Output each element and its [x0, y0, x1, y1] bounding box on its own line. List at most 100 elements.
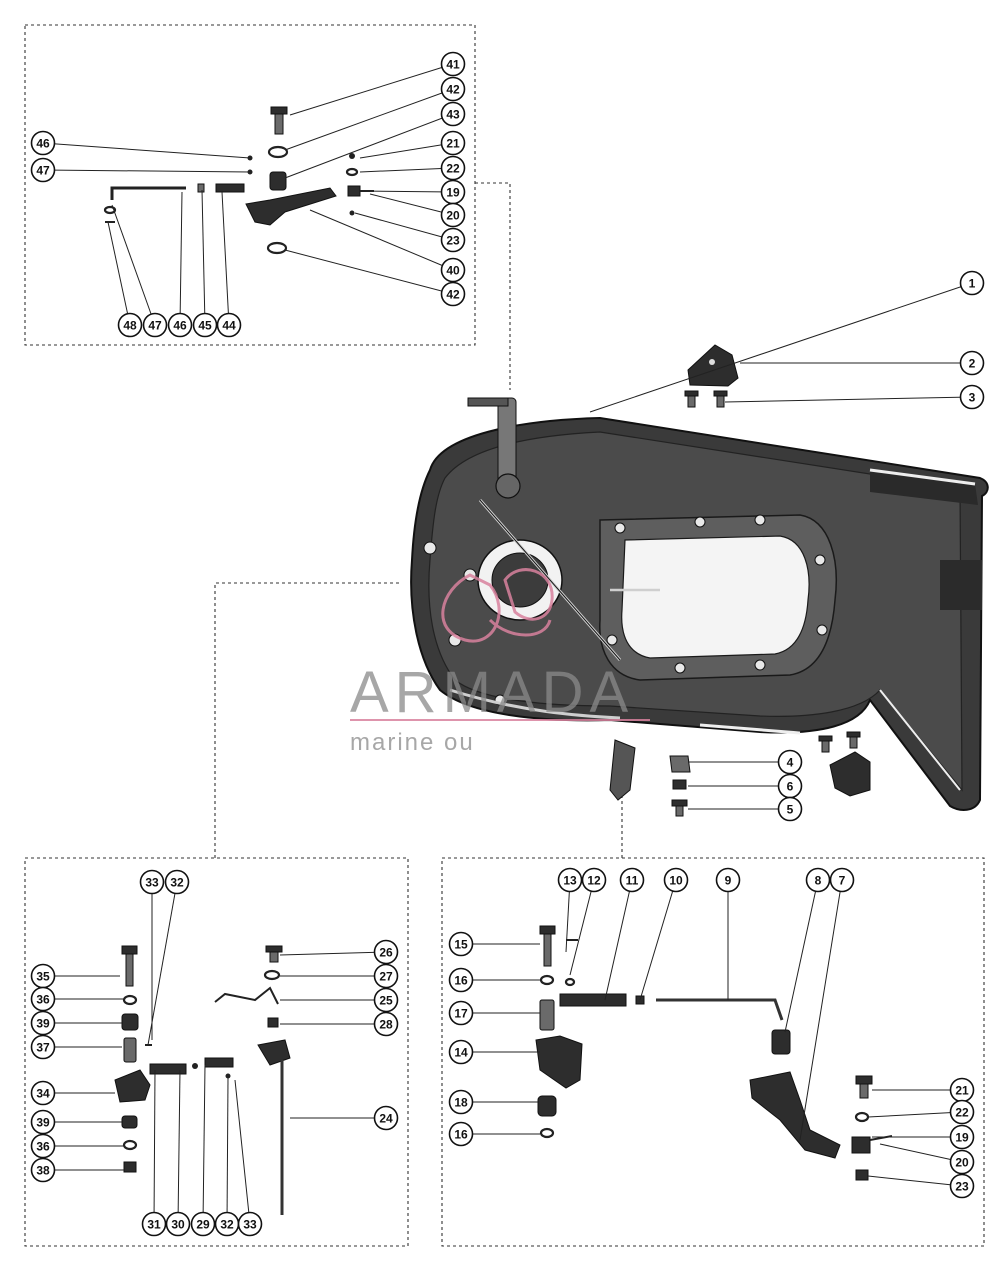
callout-label: 28	[379, 1018, 393, 1032]
callout-label: 20	[955, 1156, 969, 1170]
callout-10: 10	[663, 867, 689, 893]
callout-circle	[440, 76, 466, 102]
callout-20: 20	[949, 1149, 975, 1175]
leader-line	[724, 396, 973, 403]
bottom-left-inset-parts	[114, 945, 291, 1215]
callout-37: 37	[30, 1034, 56, 1060]
callout-label: 1	[969, 277, 976, 291]
callout-circle	[959, 384, 985, 410]
callout-label: 10	[669, 874, 683, 888]
callout-circle	[192, 312, 218, 338]
callout-35: 35	[30, 963, 56, 989]
callout-label: 5	[787, 803, 794, 817]
callout-circle	[829, 867, 855, 893]
callout-label: 46	[36, 137, 50, 151]
callout-34: 34	[30, 1080, 56, 1106]
callout-27: 27	[373, 963, 399, 989]
callout-label: 32	[220, 1218, 234, 1232]
callout-38: 38	[30, 1157, 56, 1183]
callout-circle	[30, 1109, 56, 1135]
callout-label: 14	[454, 1046, 468, 1060]
callout-circle	[373, 1105, 399, 1131]
leader-line	[42, 169, 251, 173]
callout-5: 5	[777, 796, 803, 822]
callout-circle	[448, 931, 474, 957]
callout-33: 33	[237, 1211, 263, 1237]
leader-line	[153, 1069, 156, 1225]
callout-circle	[663, 867, 689, 893]
callout-label: 35	[36, 970, 50, 984]
callout-label: 3	[969, 391, 976, 405]
callout-circle	[30, 1034, 56, 1060]
callout-42: 42	[440, 281, 466, 307]
watermark-logo-icon	[350, 568, 650, 721]
callout-16: 16	[448, 967, 474, 993]
callout-label: 18	[454, 1096, 468, 1110]
leader-line	[284, 249, 454, 295]
callout-19: 19	[440, 179, 466, 205]
callout-label: 16	[454, 974, 468, 988]
callout-circle	[165, 1211, 191, 1237]
leader-line	[201, 189, 206, 326]
leader-line	[221, 191, 230, 326]
callout-circle	[448, 1121, 474, 1147]
callout-label: 12	[587, 874, 601, 888]
callout-circle	[557, 867, 583, 893]
watermark: ARMADA marine ou	[350, 568, 650, 756]
callout-label: 23	[446, 234, 460, 248]
callout-circle	[949, 1173, 975, 1199]
callout-31: 31	[141, 1211, 167, 1237]
callout-circle	[216, 312, 242, 338]
callout-circle	[30, 1133, 56, 1159]
callout-30: 30	[165, 1211, 191, 1237]
callout-label: 17	[454, 1007, 468, 1021]
callout-26: 26	[373, 939, 399, 965]
leader-line	[879, 1143, 963, 1163]
callout-circle	[777, 749, 803, 775]
callout-21: 21	[440, 130, 466, 156]
callout-23: 23	[949, 1173, 975, 1199]
callout-label: 21	[446, 137, 460, 151]
callout-circle	[373, 939, 399, 965]
callout-label: 25	[379, 994, 393, 1008]
callout-2: 2	[959, 350, 985, 376]
callout-label: 37	[36, 1041, 50, 1055]
leader-line	[289, 63, 454, 116]
callout-circle	[448, 1089, 474, 1115]
callout-circle	[373, 1011, 399, 1037]
callout-45: 45	[192, 312, 218, 338]
bottom-left-inset-connector	[214, 582, 400, 858]
callout-label: 23	[955, 1180, 969, 1194]
leader-line	[226, 1077, 229, 1225]
callout-circle	[164, 869, 190, 895]
callout-label: 9	[725, 874, 732, 888]
callout-label: 8	[815, 874, 822, 888]
callout-label: 33	[145, 876, 159, 890]
callout-36: 36	[30, 986, 56, 1012]
callout-22: 22	[949, 1099, 975, 1125]
callout-label: 27	[379, 970, 393, 984]
callout-label: 7	[839, 874, 846, 888]
callout-21: 21	[949, 1077, 975, 1103]
callout-28: 28	[373, 1011, 399, 1037]
leader-line	[284, 88, 454, 151]
bottom-left-inset-frame	[24, 857, 409, 1247]
callout-label: 33	[243, 1218, 257, 1232]
callout-label: 43	[446, 108, 460, 122]
callout-33: 33	[139, 869, 165, 895]
watermark-tagline: marine ou	[350, 729, 475, 756]
callout-label: 15	[454, 938, 468, 952]
callout-circle	[30, 157, 56, 183]
callout-40: 40	[440, 257, 466, 283]
callout-3: 3	[959, 384, 985, 410]
leader-line	[284, 113, 454, 179]
callout-circle	[30, 1010, 56, 1036]
leader-line	[279, 951, 387, 956]
callout-circle	[30, 1157, 56, 1183]
leader-line	[177, 1069, 181, 1225]
callout-label: 36	[36, 993, 50, 1007]
callout-circle	[448, 967, 474, 993]
callout-circle	[373, 987, 399, 1013]
leader-line	[107, 221, 131, 326]
